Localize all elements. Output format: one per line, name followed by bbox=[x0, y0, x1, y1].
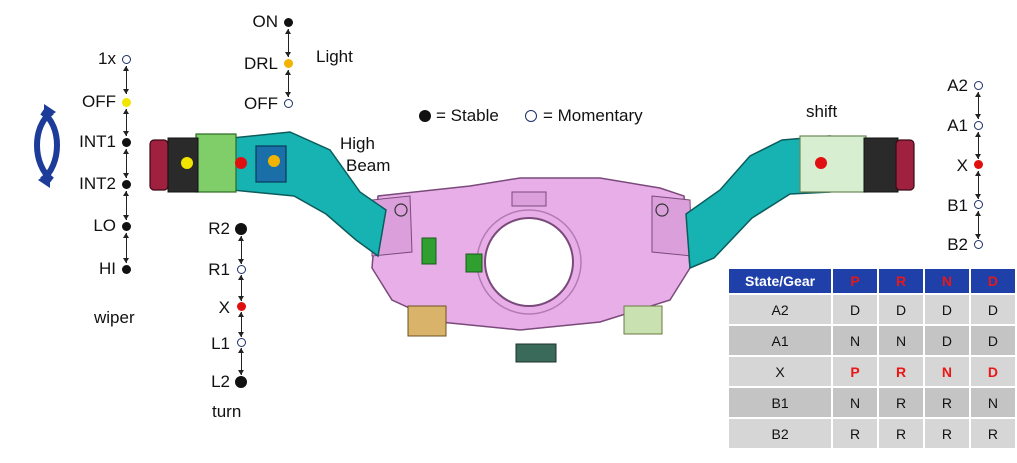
turn-title: turn bbox=[212, 402, 242, 421]
turn-pos-dot bbox=[235, 223, 247, 235]
stable-legend-dot bbox=[419, 110, 431, 122]
table-row: A1 N N D D bbox=[729, 326, 1015, 355]
turn-pos-dot bbox=[237, 338, 246, 347]
gear-header: N bbox=[925, 269, 969, 293]
shift-pos-label: A1 bbox=[947, 116, 968, 135]
legend-momentary-label: = Momentary bbox=[543, 106, 643, 125]
momentary-legend-dot bbox=[525, 110, 537, 122]
gear-cell: D bbox=[925, 326, 969, 355]
wiper-state-dot bbox=[181, 157, 193, 169]
turn-pos-label: L1 bbox=[211, 334, 230, 353]
shift-pos-label: X bbox=[956, 156, 968, 175]
wiper-pos-label: HI bbox=[99, 259, 116, 278]
gear-cell: D bbox=[925, 295, 969, 324]
gear-cell: N bbox=[970, 388, 1015, 417]
state-cell: B2 bbox=[729, 419, 832, 448]
light-pos-label: ON bbox=[252, 12, 279, 31]
shift-pos-dot bbox=[974, 160, 983, 169]
light-state-dot bbox=[268, 155, 280, 167]
turn-pos-label: R2 bbox=[208, 219, 230, 238]
gear-cell: D bbox=[879, 295, 923, 324]
state-cell: X bbox=[729, 357, 832, 386]
state-cell: A2 bbox=[729, 295, 832, 324]
gear-header: R bbox=[879, 269, 923, 293]
gear-cell: R bbox=[925, 419, 969, 448]
steering-column-housing bbox=[371, 177, 693, 363]
wiper-pos-label: INT1 bbox=[79, 132, 116, 151]
shift-title: shift bbox=[806, 102, 838, 121]
turn-state-dot bbox=[235, 157, 247, 169]
gear-header: P bbox=[833, 269, 878, 293]
wiper-pos-dot bbox=[122, 180, 131, 189]
turn-pos-label: L2 bbox=[211, 372, 230, 391]
turn-pos-dot bbox=[237, 265, 246, 274]
gear-cell: N bbox=[879, 326, 923, 355]
state-gear-table: State/Gear P R N D A2 D D D D A1 N N D D… bbox=[727, 267, 1017, 450]
high-beam-label-line2: Beam bbox=[346, 156, 391, 175]
wiper-pos-label: INT2 bbox=[79, 174, 116, 193]
gear-cell: N bbox=[833, 388, 878, 417]
table-row: B1 N R R N bbox=[729, 388, 1015, 417]
gear-cell: R bbox=[879, 357, 923, 386]
light-pos-dot bbox=[284, 18, 293, 27]
turn-pos-dot bbox=[235, 376, 247, 388]
table-row: X P R N D bbox=[729, 357, 1015, 386]
gear-cell: D bbox=[970, 326, 1015, 355]
gear-header: D bbox=[970, 269, 1015, 293]
wiper-pos-dot bbox=[122, 98, 131, 107]
legend-stable-label: = Stable bbox=[436, 106, 499, 125]
state-cell: B1 bbox=[729, 388, 832, 417]
gear-cell: D bbox=[970, 295, 1015, 324]
gear-cell: R bbox=[970, 419, 1015, 448]
shift-pos-dot bbox=[974, 121, 983, 130]
rotation-arrows-icon bbox=[34, 104, 60, 188]
light-pos-label: OFF bbox=[244, 94, 278, 113]
state-gear-header: State/Gear bbox=[729, 269, 832, 293]
gear-cell: R bbox=[833, 419, 878, 448]
wiper-pos-dot bbox=[122, 265, 131, 274]
shift-pos-dot bbox=[974, 240, 983, 249]
shift-pos-dot bbox=[974, 81, 983, 90]
state-cell: A1 bbox=[729, 326, 832, 355]
wiper-pos-label: 1x bbox=[98, 49, 116, 68]
wiper-pos-dot bbox=[122, 222, 131, 231]
shift-pos-label: A2 bbox=[947, 76, 968, 95]
light-title: Light bbox=[316, 47, 353, 66]
shift-pos-dot bbox=[974, 200, 983, 209]
wiper-pos-label: OFF bbox=[82, 92, 116, 111]
gear-cell: P bbox=[833, 357, 878, 386]
turn-pos-label: X bbox=[218, 298, 230, 317]
gear-cell: R bbox=[879, 388, 923, 417]
gear-cell: D bbox=[833, 295, 878, 324]
shift-pos-label: B2 bbox=[947, 235, 968, 254]
turn-pos-dot bbox=[237, 302, 246, 311]
gear-cell: N bbox=[925, 357, 969, 386]
shift-state-dot bbox=[815, 157, 827, 169]
light-pos-dot bbox=[284, 59, 293, 68]
gear-cell: D bbox=[970, 357, 1015, 386]
shift-pos-label: B1 bbox=[947, 196, 968, 215]
wiper-pos-dot bbox=[122, 138, 131, 147]
light-pos-label: DRL bbox=[243, 54, 278, 73]
turn-pos-label: R1 bbox=[208, 260, 230, 279]
wiper-pos-label: LO bbox=[93, 216, 116, 235]
gear-cell: R bbox=[879, 419, 923, 448]
right-shift-stalk bbox=[685, 135, 915, 270]
gear-cell: R bbox=[925, 388, 969, 417]
table-row: B2 R R R R bbox=[729, 419, 1015, 448]
high-beam-label-line1: High bbox=[340, 134, 375, 153]
wiper-pos-dot bbox=[122, 55, 131, 64]
table-row: A2 D D D D bbox=[729, 295, 1015, 324]
wiper-title: wiper bbox=[94, 308, 135, 327]
light-pos-dot bbox=[284, 99, 293, 108]
gear-cell: N bbox=[833, 326, 878, 355]
